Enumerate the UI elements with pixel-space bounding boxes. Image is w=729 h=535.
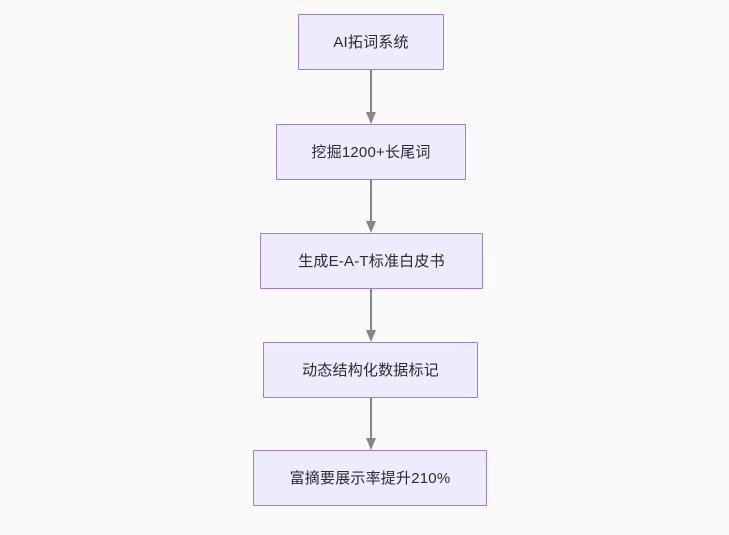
edge-n4-n5 [366,398,376,450]
flowchart-node-mine-longtail-keywords[interactable]: 挖掘1200+长尾词 [276,124,466,180]
edge-n1-n2 [366,70,376,124]
node-label: AI拓词系统 [333,33,409,51]
edge-n2-n3 [366,180,376,233]
node-label: 动态结构化数据标记 [302,361,439,379]
flowchart-node-ai-keyword-system[interactable]: AI拓词系统 [298,14,444,70]
node-label: 富摘要展示率提升210% [289,469,451,487]
node-label: 挖掘1200+长尾词 [311,143,431,161]
flowchart-node-rich-snippet-rate-increase[interactable]: 富摘要展示率提升210% [253,450,487,506]
node-label: 生成E-A-T标准白皮书 [298,252,445,270]
flowchart-node-dynamic-structured-data-markup[interactable]: 动态结构化数据标记 [263,342,478,398]
flowchart-node-generate-eat-whitepaper[interactable]: 生成E-A-T标准白皮书 [260,233,483,289]
edge-n3-n4 [366,289,376,342]
